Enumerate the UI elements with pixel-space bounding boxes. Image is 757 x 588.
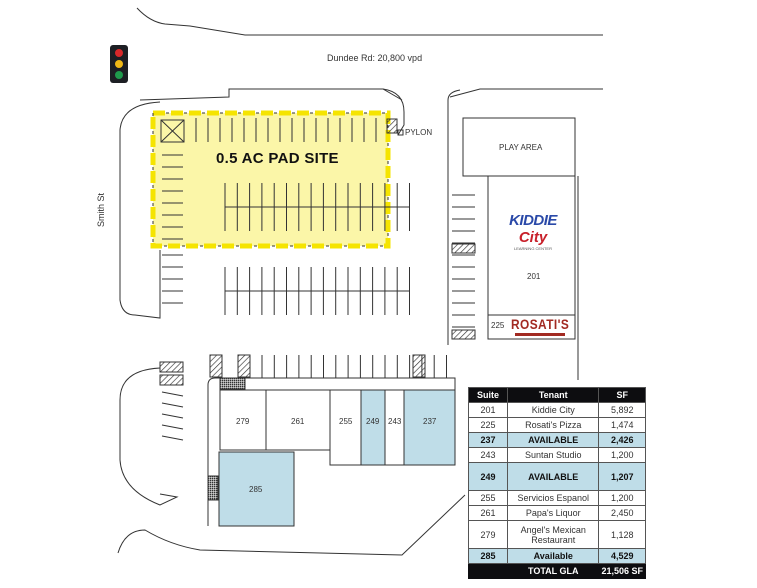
parking-stripe bbox=[161, 424, 184, 430]
header-tenant: Tenant bbox=[506, 387, 600, 403]
road-edge-south bbox=[139, 88, 403, 101]
suite-249 bbox=[360, 389, 386, 466]
suite-237 bbox=[403, 389, 456, 466]
cell-tenant: AVAILABLE bbox=[506, 432, 600, 448]
cell-suite: 255 bbox=[468, 490, 508, 506]
parking-stripe bbox=[161, 402, 184, 408]
rosati-building bbox=[487, 314, 576, 340]
suite-249-label: 249 bbox=[366, 417, 380, 426]
cell-suite: 237 bbox=[468, 432, 508, 448]
suite-285-label: 285 bbox=[249, 485, 263, 494]
parking-island bbox=[119, 367, 179, 506]
lot-boundary bbox=[119, 101, 161, 319]
cell-sf: 5,892 bbox=[598, 402, 646, 418]
kiddie-logo-line3: LEARNING CENTER bbox=[513, 246, 552, 251]
total-label: TOTAL GLA bbox=[506, 563, 600, 579]
pylon-label: PYLON bbox=[405, 128, 433, 137]
cell-sf: 1,200 bbox=[598, 490, 646, 506]
suite-261-label: 261 bbox=[291, 417, 305, 426]
cell-suite: 225 bbox=[468, 417, 508, 433]
cell-sf: 4,529 bbox=[598, 548, 646, 564]
suite-255-label: 255 bbox=[339, 417, 353, 426]
parking-stripe bbox=[161, 435, 184, 441]
suite-279-label: 279 bbox=[236, 417, 250, 426]
rosati-logo: ROSATI'S bbox=[511, 316, 570, 332]
kiddie-logo-line2: City bbox=[518, 229, 548, 246]
cell-tenant: Kiddie City bbox=[506, 402, 600, 418]
cell-sf: 2,450 bbox=[598, 505, 646, 521]
cell-suite: 261 bbox=[468, 505, 508, 521]
cell-sf: 1,128 bbox=[598, 520, 646, 549]
cell-suite: 201 bbox=[468, 402, 508, 418]
suite-285 bbox=[218, 451, 295, 527]
pylon-sign-icon bbox=[397, 129, 404, 136]
suite-225-label: 225 bbox=[491, 321, 505, 330]
cell-suite: 243 bbox=[468, 447, 508, 463]
parking-stripe bbox=[161, 413, 184, 419]
table-header: Suite Tenant SF bbox=[468, 387, 646, 403]
cell-tenant: Available bbox=[506, 548, 600, 564]
total-value: 21,506 SF bbox=[598, 563, 646, 579]
cell-tenant: Rosati's Pizza bbox=[506, 417, 600, 433]
parking-stripe bbox=[161, 391, 184, 397]
road-edge-south-east bbox=[449, 88, 603, 98]
suite-237-label: 237 bbox=[423, 417, 437, 426]
road-edge-north bbox=[136, 7, 603, 36]
header-sf: SF bbox=[598, 387, 646, 403]
cell-sf: 1,200 bbox=[598, 447, 646, 463]
traffic-light-icon bbox=[110, 45, 128, 83]
cell-tenant: AVAILABLE bbox=[506, 462, 600, 491]
header-suite: Suite bbox=[468, 387, 508, 403]
cell-sf: 1,474 bbox=[598, 417, 646, 433]
road-edge-south-bottom bbox=[117, 494, 466, 556]
cell-sf: 2,426 bbox=[598, 432, 646, 448]
cell-sf: 1,207 bbox=[598, 462, 646, 491]
suite-201-label: 201 bbox=[527, 272, 541, 281]
pad-site-label: 0.5 AC PAD SITE bbox=[216, 150, 339, 167]
suite-243-label: 243 bbox=[388, 417, 402, 426]
kiddie-logo-line1: KIDDIE bbox=[509, 212, 557, 229]
rosati-logo-banner bbox=[515, 333, 565, 336]
suite-255 bbox=[329, 389, 362, 466]
right-site-boundary bbox=[447, 89, 461, 345]
pad-site bbox=[150, 110, 391, 249]
cell-tenant: Servicios Espanol bbox=[506, 490, 600, 506]
dumpster-icon bbox=[160, 119, 185, 143]
cell-suite: 249 bbox=[468, 462, 508, 491]
road-label: Dundee Rd: 20,800 vpd bbox=[327, 53, 423, 63]
play-area-label: PLAY AREA bbox=[499, 143, 543, 152]
kiddie-city-logo: KIDDIE City LEARNING CENTER bbox=[496, 212, 570, 252]
table-total-row: TOTAL GLA 21,506 SF bbox=[468, 563, 646, 579]
suite-243 bbox=[384, 389, 405, 466]
cell-tenant: Suntan Studio bbox=[506, 447, 600, 463]
cell-suite: 285 bbox=[468, 548, 508, 564]
cell-tenant: Papa's Liquor bbox=[506, 505, 600, 521]
cell-tenant: Angel's Mexican Restaurant bbox=[506, 520, 600, 549]
street-label: Smith St bbox=[96, 192, 107, 228]
cell-suite: 279 bbox=[468, 520, 508, 549]
